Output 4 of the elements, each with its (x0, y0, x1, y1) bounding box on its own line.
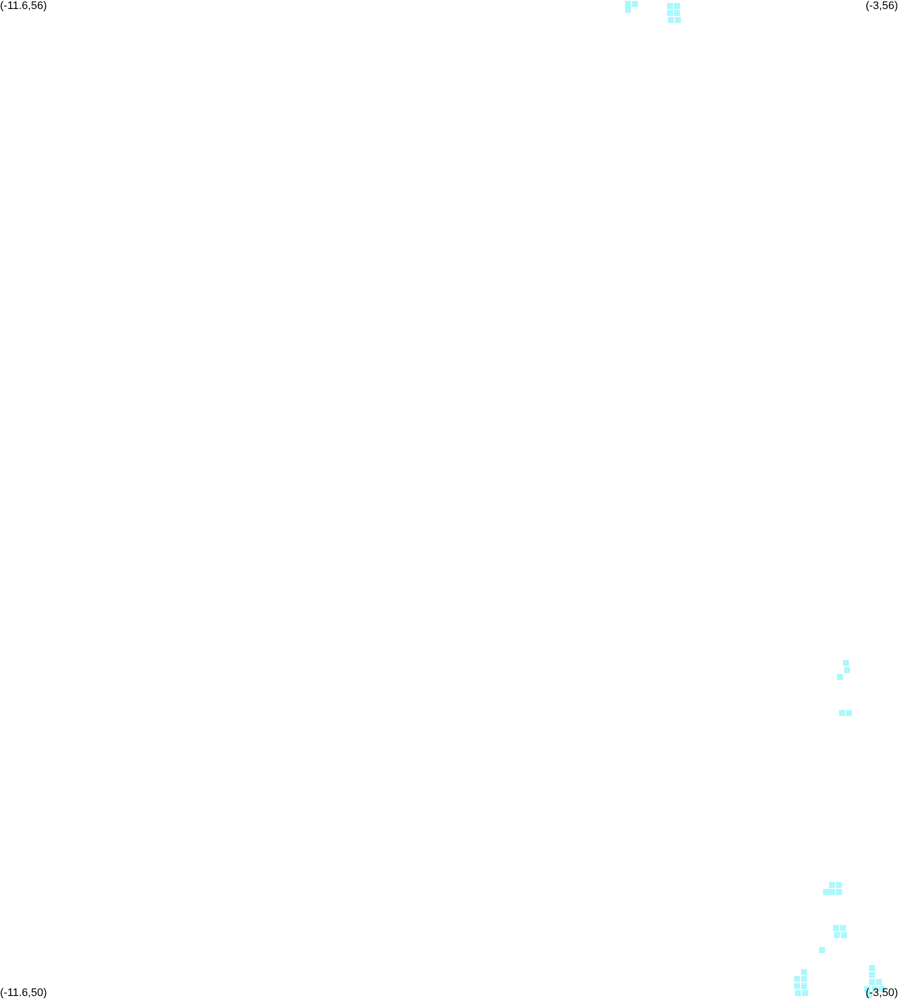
coordinate-label: (-11.6,56) (0, 0, 47, 12)
coordinate-label: (-11.6,50) (0, 987, 47, 999)
coordinate-label: (-3,50) (866, 987, 898, 999)
coordinate-label: (-3,56) (866, 0, 898, 12)
